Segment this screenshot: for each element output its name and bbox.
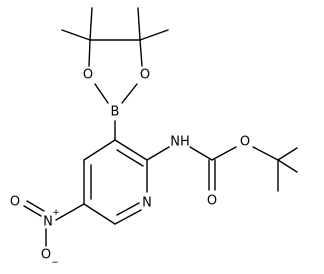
bond-n-c6-inner [116, 202, 140, 216]
bond-c-o-ester [211, 146, 237, 161]
bond-b-o-left [94, 83, 109, 104]
atom-o-nitro-bottom: O [41, 248, 51, 263]
bond-n-o-top [23, 205, 42, 217]
bond-c6-c5 [83, 203, 116, 225]
bond-n-c6 [114, 209, 142, 225]
bond-b-o-right [121, 83, 138, 104]
bond-methyl-1 [89, 7, 93, 41]
bond-c5-n-nitro [55, 203, 85, 221]
bond-methyl-4 [139, 29, 169, 41]
charge-o-minus: − [51, 258, 59, 268]
bond-o-left-c [88, 39, 91, 67]
bond-tbu-methyl-2 [277, 159, 298, 173]
atom-o-ring-right: O [140, 68, 150, 83]
bond-c3-c2 [114, 139, 148, 161]
bond-c4-c3 [83, 139, 116, 161]
atom-nh: NH [170, 135, 190, 150]
atom-o-ester: O [240, 135, 250, 150]
bond-methyl-2 [61, 29, 91, 41]
bond-n-o-top-double [26, 200, 45, 212]
atom-o-nitro-top: O [10, 195, 20, 210]
bond-nh-c [189, 146, 213, 161]
bond-o-right-c [139, 39, 143, 67]
atom-n-ring: N [142, 196, 152, 211]
charge-n-plus: + [52, 208, 60, 218]
atom-n-nitro: N [43, 215, 53, 230]
atom-boron: B [111, 105, 120, 120]
bond-o-ctbu [252, 146, 279, 161]
bond-tbu-methyl-1 [277, 147, 298, 161]
atom-o-ring-left: O [83, 68, 93, 83]
bond-c2-nh [146, 146, 170, 161]
atom-o-carbonyl: O [207, 194, 217, 209]
bond-methyl-3 [137, 7, 141, 41]
bond-c2-c3-inner [116, 149, 144, 167]
